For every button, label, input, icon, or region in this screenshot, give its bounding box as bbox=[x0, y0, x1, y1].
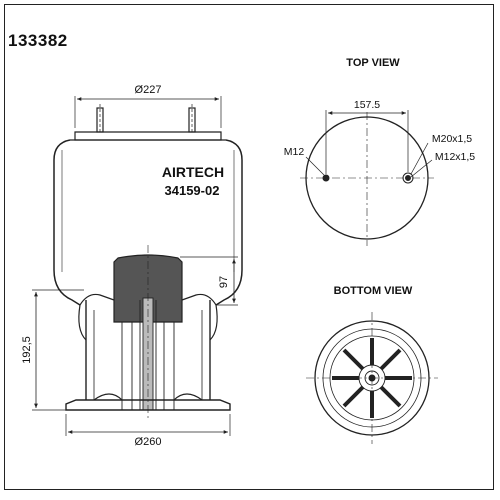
part-number: 133382 bbox=[8, 31, 68, 50]
top-view bbox=[300, 110, 434, 246]
piston-body bbox=[85, 300, 211, 400]
dim-height-97: 97 bbox=[218, 276, 230, 288]
dim-bottom-diameter: Ø260 bbox=[135, 436, 162, 448]
drawing-frame bbox=[4, 4, 494, 490]
mounting-studs bbox=[96, 104, 196, 133]
brand-label: AIRTECH bbox=[162, 164, 224, 180]
base-plate bbox=[65, 399, 231, 411]
right-thread-label-2: M12x1,5 bbox=[435, 151, 475, 163]
bottom-ribs bbox=[332, 338, 412, 418]
m12-hole bbox=[322, 174, 330, 182]
top-plate bbox=[74, 131, 222, 141]
model-label: 34159-02 bbox=[165, 183, 220, 198]
bottom-view-title: BOTTOM VIEW bbox=[334, 285, 413, 297]
dim-top-diameter: Ø227 bbox=[135, 84, 162, 96]
air-bellow bbox=[53, 139, 243, 306]
top-view-title: TOP VIEW bbox=[346, 57, 400, 69]
m20-air-inlet bbox=[402, 172, 414, 184]
dim-spacing: 157.5 bbox=[354, 99, 380, 111]
dim-height-192: 192,5 bbox=[21, 336, 33, 364]
right-thread-label-1: M20x1,5 bbox=[432, 133, 472, 145]
side-view bbox=[32, 96, 243, 436]
bottom-view bbox=[306, 312, 438, 444]
left-thread-label: M12 bbox=[284, 146, 305, 158]
